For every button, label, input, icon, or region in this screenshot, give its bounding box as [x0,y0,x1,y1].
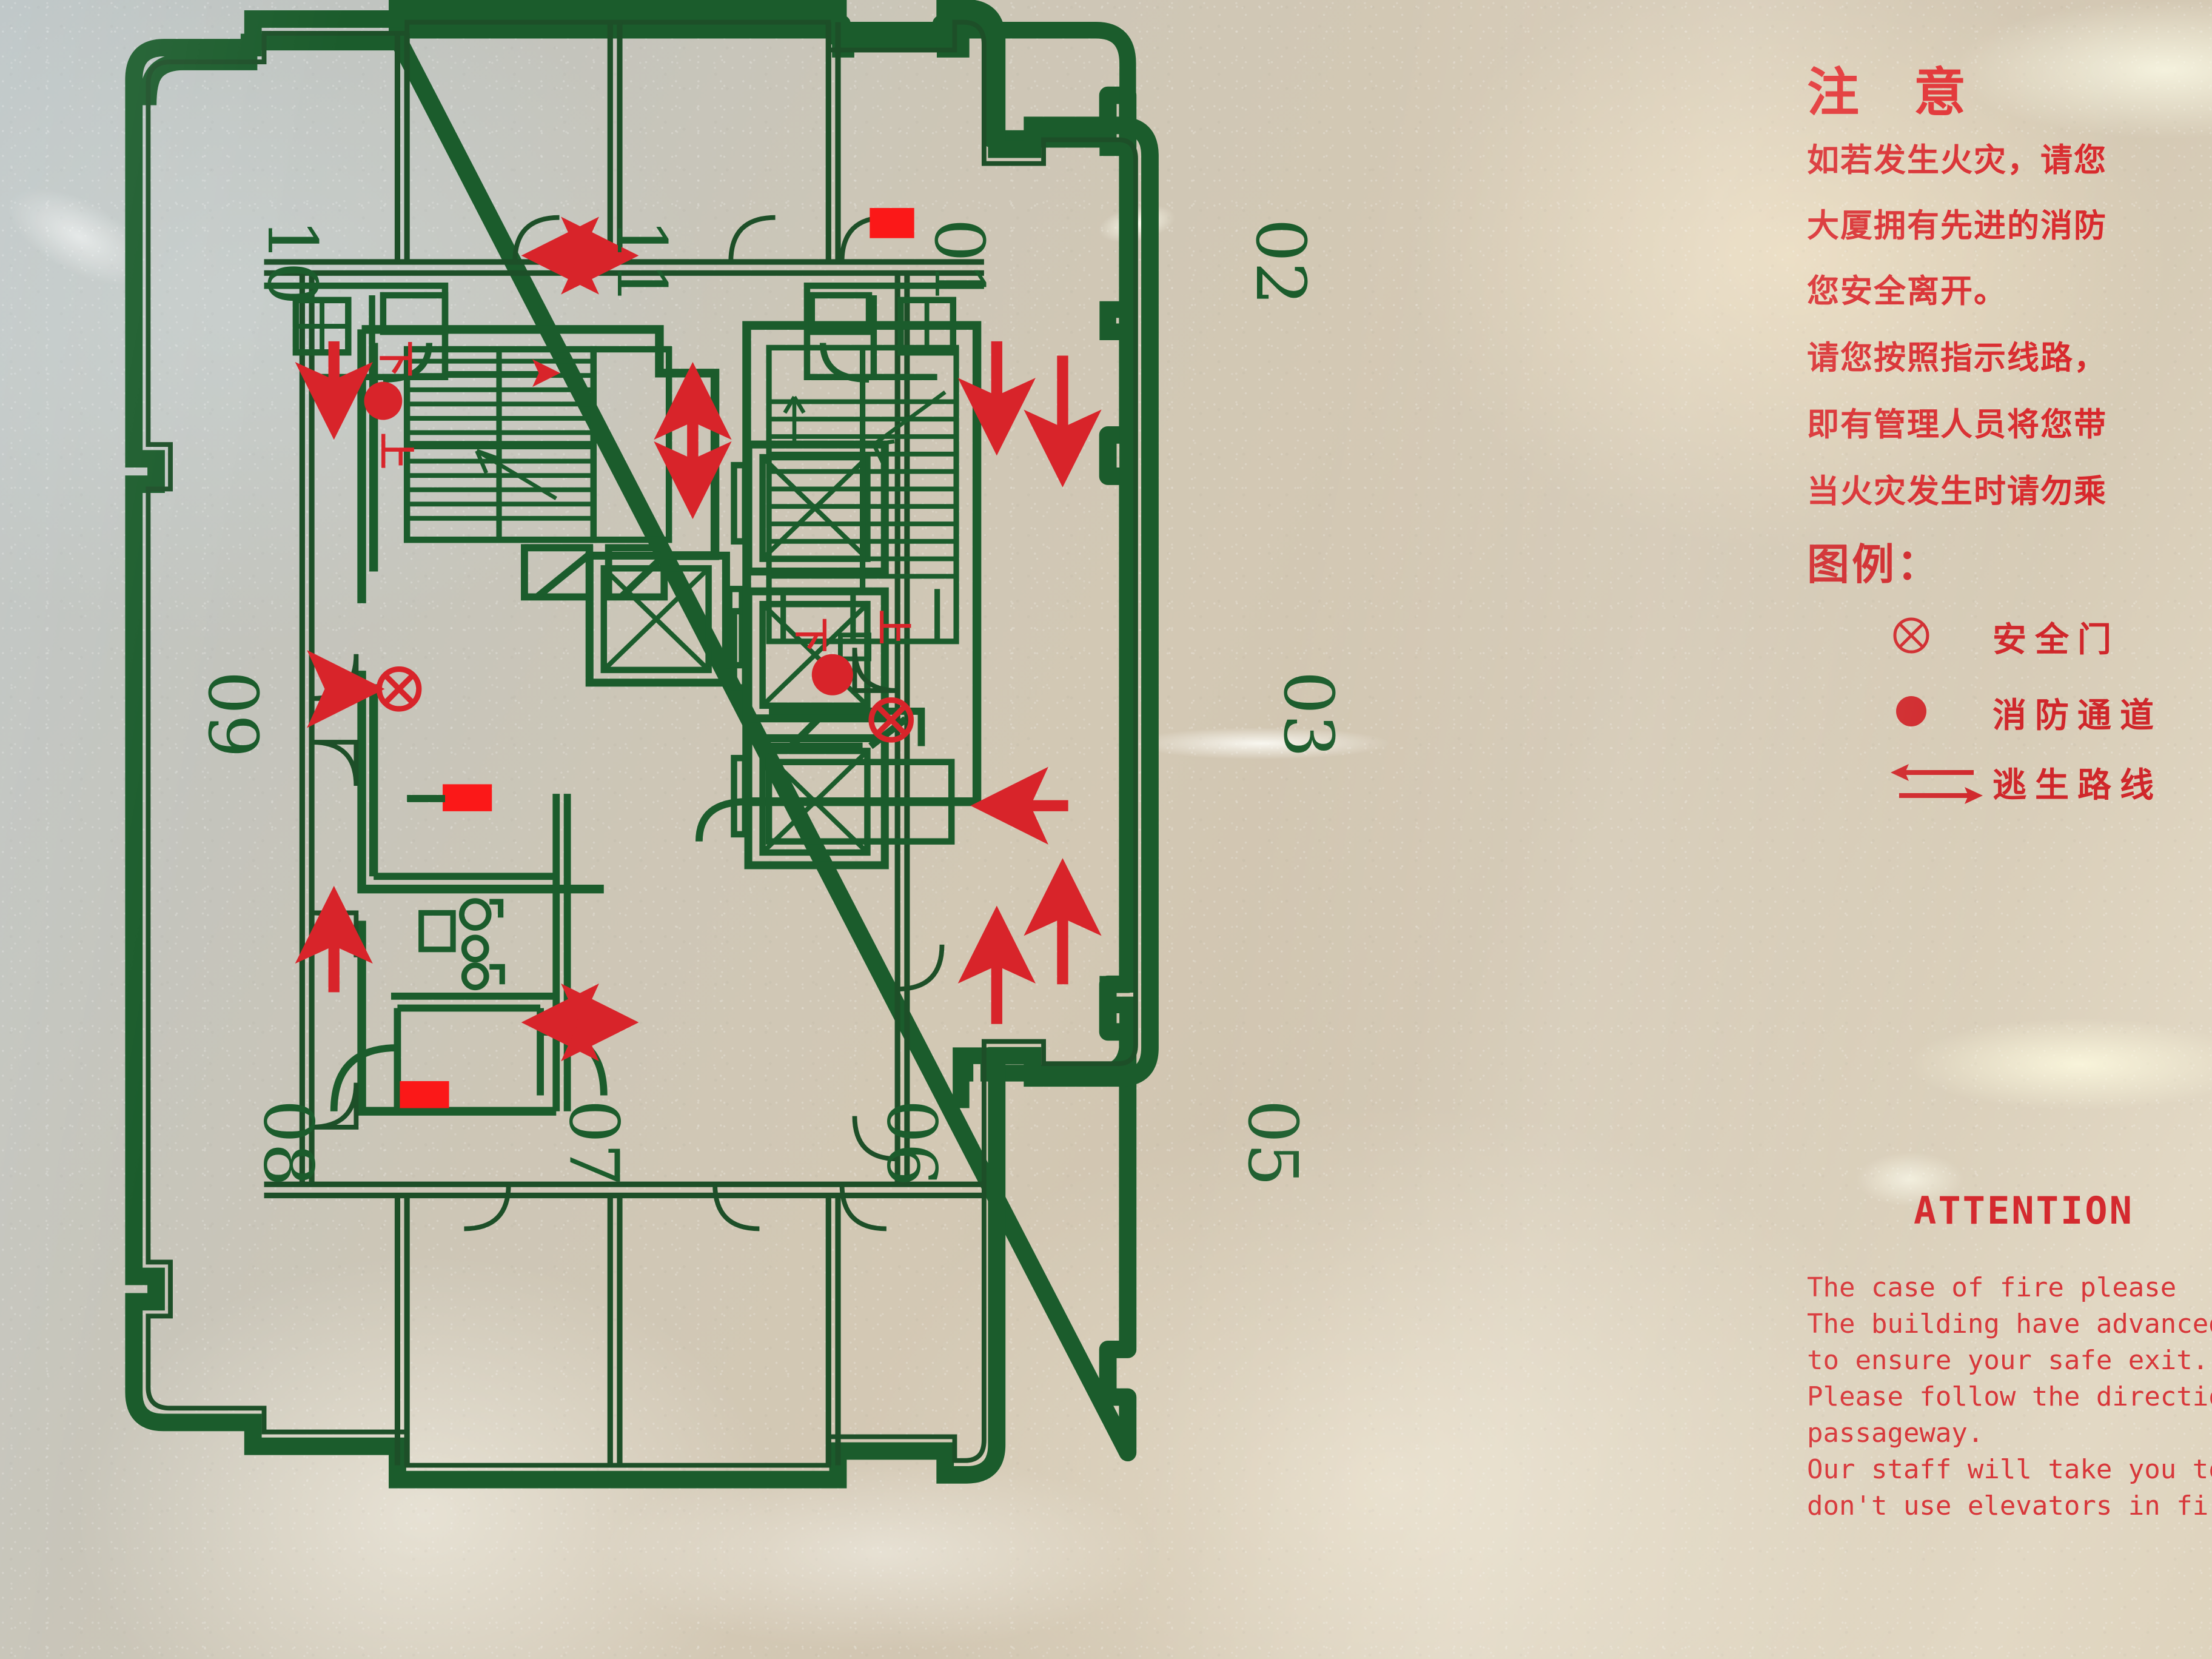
legend-label-fire-passage: 消防通道 [1992,695,2162,736]
toilet-fixtures [418,898,505,991]
notice-line-en-6: Our staff will take you to [1807,1454,2212,1485]
notice-line-en-3: to ensure your safe exit. [1807,1345,2209,1376]
building-outline-main [125,0,1159,1489]
room-number-06: 06 [871,1099,951,1186]
stair-down-label-left: 下 [374,341,417,377]
notice-line-en-5: passageway. [1807,1418,1984,1449]
legend-title: 图例： [1807,539,1942,589]
notice-line-cn-4: 请您按照指示线路， [1807,339,2107,377]
room-number-03: 03 [1269,671,1348,758]
notice-line-en-2: The building have advanced [1807,1309,2212,1339]
floor-plan: 下 上 下 上 10 11 01 02 09 03 08 07 06 05 [125,0,1348,1489]
safety-door-icon-left [376,666,422,712]
notice-line-cn-2: 大厦拥有先进的消防 [1807,207,2107,244]
legend-label-escape-route: 逃生路线 [1992,765,2162,805]
legend-row-fire-passage: 消防通道 [1886,687,2212,736]
stair-up-label-left: 上 [374,432,417,469]
escape-route-arrows [295,341,1102,1024]
room-partitions-bottom [264,1181,984,1466]
utility-right [803,283,984,383]
fire-equipment-markers [400,207,914,1108]
room-number-08: 08 [249,1099,328,1186]
filled-dot-icon [1886,687,1959,736]
notice-line-cn-5: 即有管理人员将您带 [1807,406,2107,443]
notice-panel: 注 意 如若发生火灾，请您 大厦拥有先进的消防 您安全离开。 请您按照指示线路，… [1807,0,2212,1659]
fire-passage-dot-left [364,381,403,420]
legend-row-safety-door: 安全门 [1886,611,2212,660]
stairwell-right [695,321,982,845]
fire-equipment-marker [870,207,914,238]
safety-door-icon-right [868,697,914,743]
notice-line-cn-1: 如若发生火灾，请您 [1807,141,2107,179]
notice-line-cn-6: 当火灾发生时请勿乘 [1807,472,2107,510]
stair-up-label-right: 上 [873,609,914,645]
notice-title-en: ATTENTION [1914,1188,2134,1233]
elevator-car [600,565,712,674]
fire-passage-dot-right [811,654,853,695]
legend-row-escape-route: 逃生路线 [1886,757,2212,805]
stairwell-left [403,346,672,543]
room-number-07: 07 [554,1099,634,1186]
room-number-11: 11 [602,218,681,305]
lobby-arch [330,993,608,1111]
notice-title-cn: 注 意 [1807,62,1984,123]
room-number-09: 09 [193,671,272,758]
escape-route-double-arrows [521,216,639,1062]
circle-cross-icon [1886,611,1959,660]
room-number-05: 05 [1233,1099,1312,1186]
fire-equipment-marker [443,784,492,811]
fire-equipment-marker [400,1081,449,1108]
utility-left [264,283,449,383]
double-arrow-icon [1886,757,1989,805]
room-number-10: 10 [252,218,332,305]
notice-line-en-1: The case of fire please [1807,1272,2177,1303]
room-number-01: 01 [919,218,999,305]
notice-line-en-4: Please follow the direction [1807,1381,2212,1412]
legend-label-safety-door: 安全门 [1992,620,2120,660]
stair-down-label-right: 下 [791,617,832,652]
building-outline-inner [146,19,1138,1468]
notice-line-en-7: don't use elevators in fire. [1807,1490,2212,1521]
room-number-labels: 10 11 01 02 09 03 08 07 06 05 [193,218,1348,1186]
notice-line-cn-3: 您安全离开。 [1807,272,2007,310]
room-number-02: 02 [1241,218,1320,305]
plan-symbols: 下 上 下 上 [364,341,914,743]
